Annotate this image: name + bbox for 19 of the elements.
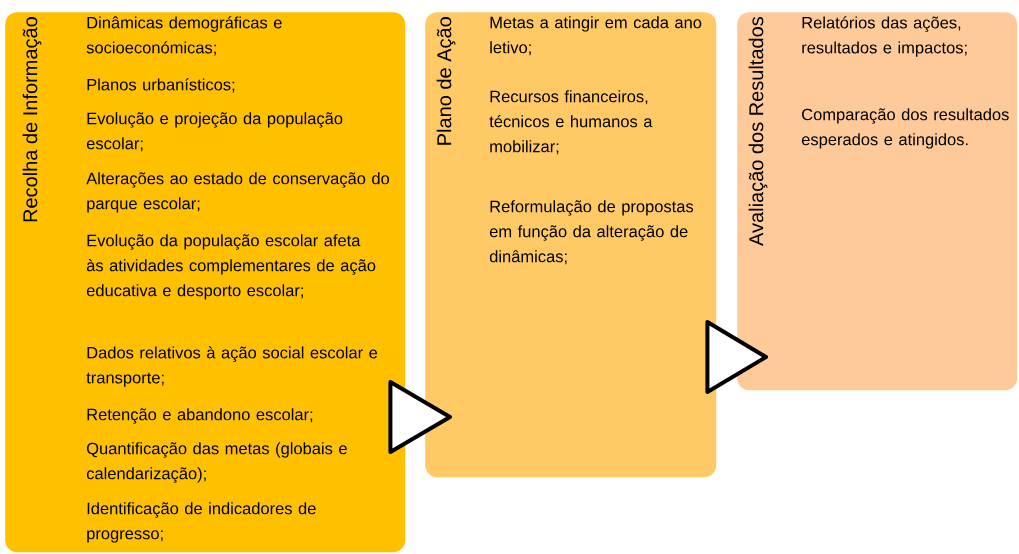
- list-item: Retenção e abandono escolar;: [87, 408, 313, 424]
- list-item: Evolução e projeção da população escolar;: [86, 112, 343, 152]
- list-item: Quantificação das metas (globais e calendarização);: [86, 442, 347, 483]
- list-item: Relatórios das ações, resultados e impactos;: [802, 16, 967, 57]
- vertical-heading: Plano de Ação: [436, 17, 456, 145]
- list-item: Alterações ao estado de conservação do parque escolar;: [86, 172, 390, 213]
- vertical-heading: Recolha de Informação: [22, 17, 42, 222]
- list-item: Planos urbanísticos;: [87, 78, 235, 93]
- list-item: Dados relativos à ação social escolar e transporte;: [86, 346, 378, 387]
- list-item: Metas a atingir em cada ano letivo;: [490, 16, 702, 56]
- list-item: Recursos financeiros, técnicos e humanos a mobilizar;: [489, 90, 653, 155]
- vertical-heading: Avaliação dos Resultados: [748, 17, 768, 246]
- list-item: Reformulação de propostas em função da alteração de dinâmicas;: [489, 200, 694, 265]
- list-item: Comparação dos resultados esperados e atingidos.: [801, 108, 1009, 149]
- arrow: [388, 380, 452, 454]
- list-item: Evolução da população escolar afeta às atividades complementares de ação educativa e desporto escolar;: [86, 234, 376, 300]
- list-item: Identificação de indicadores de progresso;: [87, 502, 316, 543]
- arrow: [705, 320, 768, 394]
- list-item: Dinâmicas demográficas e socioeconómicas;: [86, 16, 282, 56]
